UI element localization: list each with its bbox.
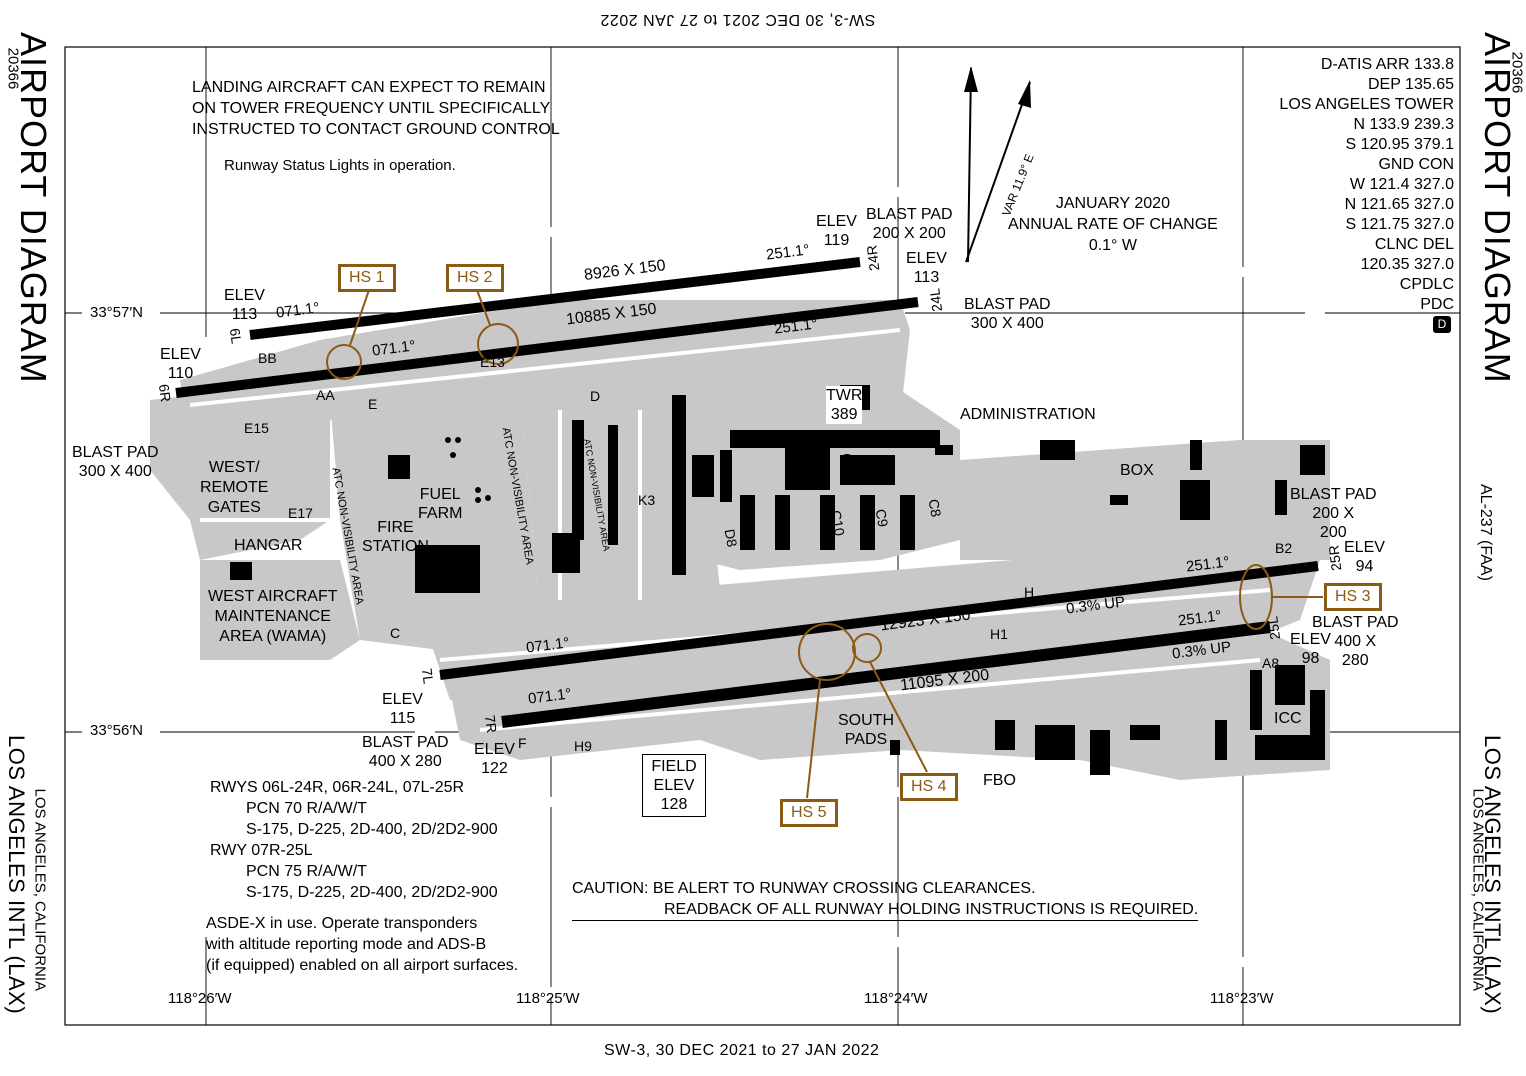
hot-spot-leaders: [349, 289, 1323, 799]
rwy-6l-end: 6L: [226, 327, 245, 345]
lon-118-26: 118°26′W: [168, 990, 232, 1007]
edition-bottom: SW-3, 30 DEC 2021 to 27 JAN 2022: [604, 1042, 880, 1059]
north-arrow: [964, 66, 1031, 263]
hangar-label: HANGAR: [234, 537, 303, 554]
pdc-badge: D: [1433, 316, 1451, 333]
taxiway-label: B2: [1275, 540, 1293, 556]
taxiway-label: BB: [258, 350, 277, 366]
rwy-6r-end: 6R: [155, 383, 174, 403]
taxiway-label: C8: [925, 497, 945, 519]
tower-symbol: [840, 454, 854, 468]
rwsl-note: Runway Status Lights in operation.: [224, 157, 456, 174]
lat-33-57: 33°57′N: [90, 304, 144, 321]
box-label: BOX: [1120, 462, 1154, 479]
taxiway-label: D8: [721, 527, 741, 549]
taxiway-label: H1: [990, 626, 1008, 642]
taxiway-label: F: [518, 735, 527, 751]
lon-118-24: 118°24′W: [864, 990, 928, 1007]
taxiway-label: C9: [872, 507, 892, 529]
icc-label: ICC: [1274, 710, 1302, 727]
rwy-24r-end: 24R: [863, 244, 883, 272]
taxiway-label: A8: [1262, 655, 1280, 671]
hot-spot-circles: [326, 323, 1273, 681]
taxiway-label: E17: [288, 505, 313, 521]
lat-33-56: 33°56′N: [90, 722, 144, 739]
rwy-7r-end: 7R: [481, 714, 500, 734]
lon-118-23: 118°23′W: [1210, 990, 1274, 1007]
taxiway-label: H9: [574, 738, 592, 754]
caution-note: CAUTION: BE ALERT TO RUNWAY CROSSING CLE…: [572, 878, 1199, 921]
asde-note: ASDE-X in use. Operate transponders with…: [206, 915, 519, 974]
rwy-25l-end: 25L: [1264, 615, 1284, 641]
administration-label: ADMINISTRATION: [960, 406, 1096, 423]
frequency-list: D-ATIS ARR 133.8 DEP 135.65 LOS ANGELES …: [1279, 56, 1454, 313]
taxiway-label: E13: [480, 354, 505, 370]
taxiway-label: H: [1024, 584, 1035, 600]
taxiway-label: K3: [638, 492, 656, 508]
magnetic-variation-note: JANUARY 2020 ANNUAL RATE OF CHANGE 0.1° …: [1008, 195, 1218, 254]
taxiway-label: AA: [316, 387, 335, 403]
landing-note: LANDING AIRCRAFT CAN EXPECT TO REMAIN ON…: [192, 79, 560, 138]
rwy-7l-end: 7L: [418, 667, 437, 685]
taxiway-label: E15: [244, 420, 269, 436]
runway-6l-24r: [249, 257, 861, 340]
fbo-label: FBO: [983, 772, 1016, 789]
lon-118-25: 118°25′W: [516, 990, 580, 1007]
taxiway-label: D: [590, 388, 601, 404]
hot-spot-2: HS 2: [446, 264, 504, 292]
hot-spot-1: HS 1: [338, 264, 396, 292]
field-elevation-box: FIELD ELEV 128: [642, 754, 706, 817]
pcn-note: RWYS 06L-24R, 06R-24L, 07L-25R PCN 70 R/…: [210, 779, 498, 901]
hot-spot-5: HS 5: [780, 799, 838, 827]
hot-spot-3: HS 3: [1324, 583, 1382, 611]
runway-7l-25r: [439, 561, 1319, 680]
runway-6r-24l: [175, 297, 919, 398]
fuel-farm-tanks: [445, 437, 491, 503]
taxiway-label: D7: [773, 527, 793, 549]
rwy-24l-end: 24L: [926, 287, 946, 313]
runways: [175, 257, 1319, 728]
runway-7r-25l: [501, 621, 1271, 728]
rwy-25r-end: 25R: [1325, 544, 1345, 572]
taxiway-label: E: [368, 396, 378, 412]
taxiway-label: C: [390, 625, 401, 641]
hot-spot-4: HS 4: [900, 773, 958, 801]
